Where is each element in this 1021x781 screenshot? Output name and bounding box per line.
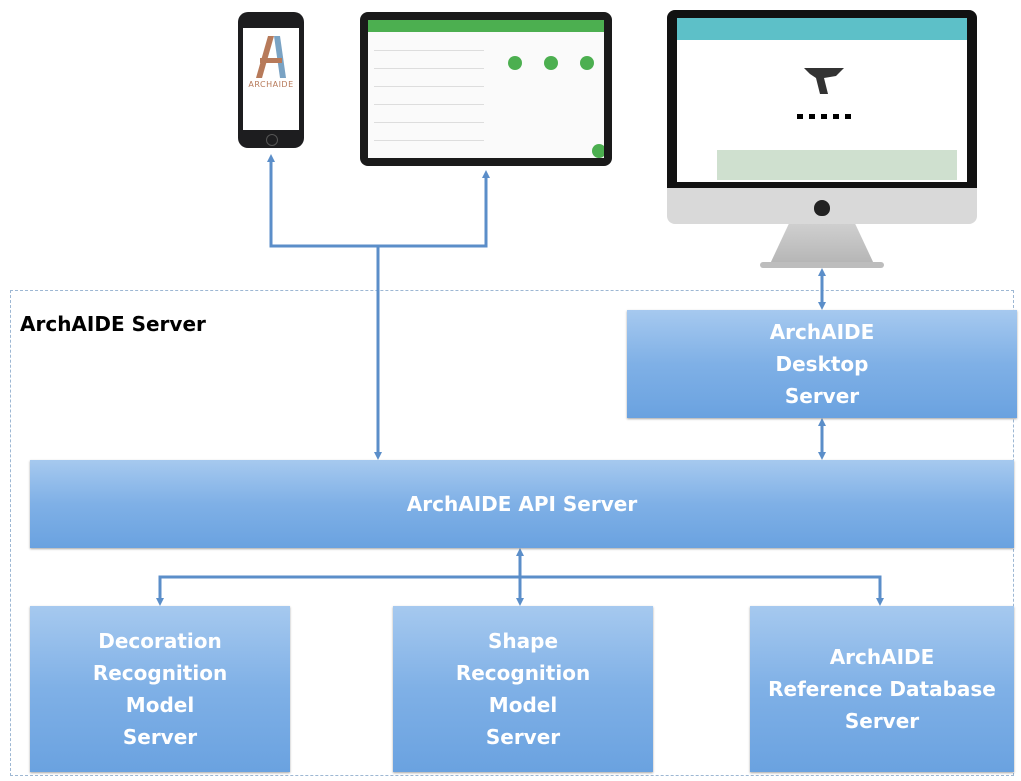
shape-server-box: Shape Recognition Model Server: [393, 606, 653, 772]
desktop-server-label-1: ArchAIDE: [769, 320, 875, 344]
desktop-server-label-2: Desktop: [775, 352, 869, 376]
tablet-fab-icon: [592, 144, 604, 158]
monitor-bezel: [667, 10, 977, 188]
monitor-app-topbar: [677, 18, 967, 40]
api-server-box: ArchAIDE API Server: [30, 460, 1014, 548]
scale-bar: [797, 114, 853, 119]
tablet-screen: [368, 20, 604, 158]
tablet-app-bar: [368, 20, 604, 32]
tablet-image: [360, 12, 612, 166]
phone-brand-text: ARCHAIDE: [248, 80, 294, 89]
monitor-screen: [677, 18, 967, 182]
reference-db-server-box: ArchAIDE Reference Database Server: [750, 606, 1014, 772]
tablet-list-row: [374, 68, 484, 69]
desktop-server-box: ArchAIDE Desktop Server: [627, 310, 1017, 418]
shape-server-label-2: Recognition: [455, 661, 591, 685]
archaide-logo-icon: [256, 36, 286, 78]
tablet-list-row: [374, 50, 484, 51]
shape-server-label-4: Server: [485, 725, 561, 749]
phone-screen: ARCHAIDE: [243, 28, 299, 130]
decoration-server-label-1: Decoration: [98, 629, 222, 653]
shape-server-label-1: Shape: [487, 629, 559, 653]
region-title: ArchAIDE Server: [20, 312, 206, 336]
smartphone-image: ARCHAIDE: [238, 12, 304, 148]
tablet-action-icon: [580, 56, 594, 70]
tablet-list-row: [374, 140, 484, 141]
mobile-connector-arrow: [267, 154, 490, 248]
apple-logo-icon: [814, 200, 830, 216]
api-server-label: ArchAIDE API Server: [406, 492, 638, 516]
reference-db-server-label-1: ArchAIDE: [829, 645, 935, 669]
tablet-list-row: [374, 104, 484, 105]
decoration-server-label-4: Server: [122, 725, 198, 749]
monitor-stand: [770, 224, 874, 264]
decoration-server-box: Decoration Recognition Model Server: [30, 606, 290, 772]
reference-db-server-label-3: Server: [844, 709, 920, 733]
decoration-server-label-3: Model: [125, 693, 195, 717]
tablet-list-row: [374, 122, 484, 123]
tablet-action-icon: [508, 56, 522, 70]
decoration-server-label-2: Recognition: [92, 661, 228, 685]
reference-db-server-label-2: Reference Database: [768, 677, 996, 701]
phone-home-button: [266, 134, 278, 146]
pottery-profile-icon: [804, 68, 844, 94]
tablet-list-row: [374, 86, 484, 87]
desktop-monitor-image: [667, 10, 977, 224]
tablet-action-icon: [544, 56, 558, 70]
monitor-stand-base: [760, 262, 884, 268]
map-thumbnail: [717, 150, 957, 180]
shape-server-label-3: Model: [488, 693, 558, 717]
api-branch-arrow: [156, 575, 884, 606]
desktop-server-label-3: Server: [784, 384, 860, 408]
